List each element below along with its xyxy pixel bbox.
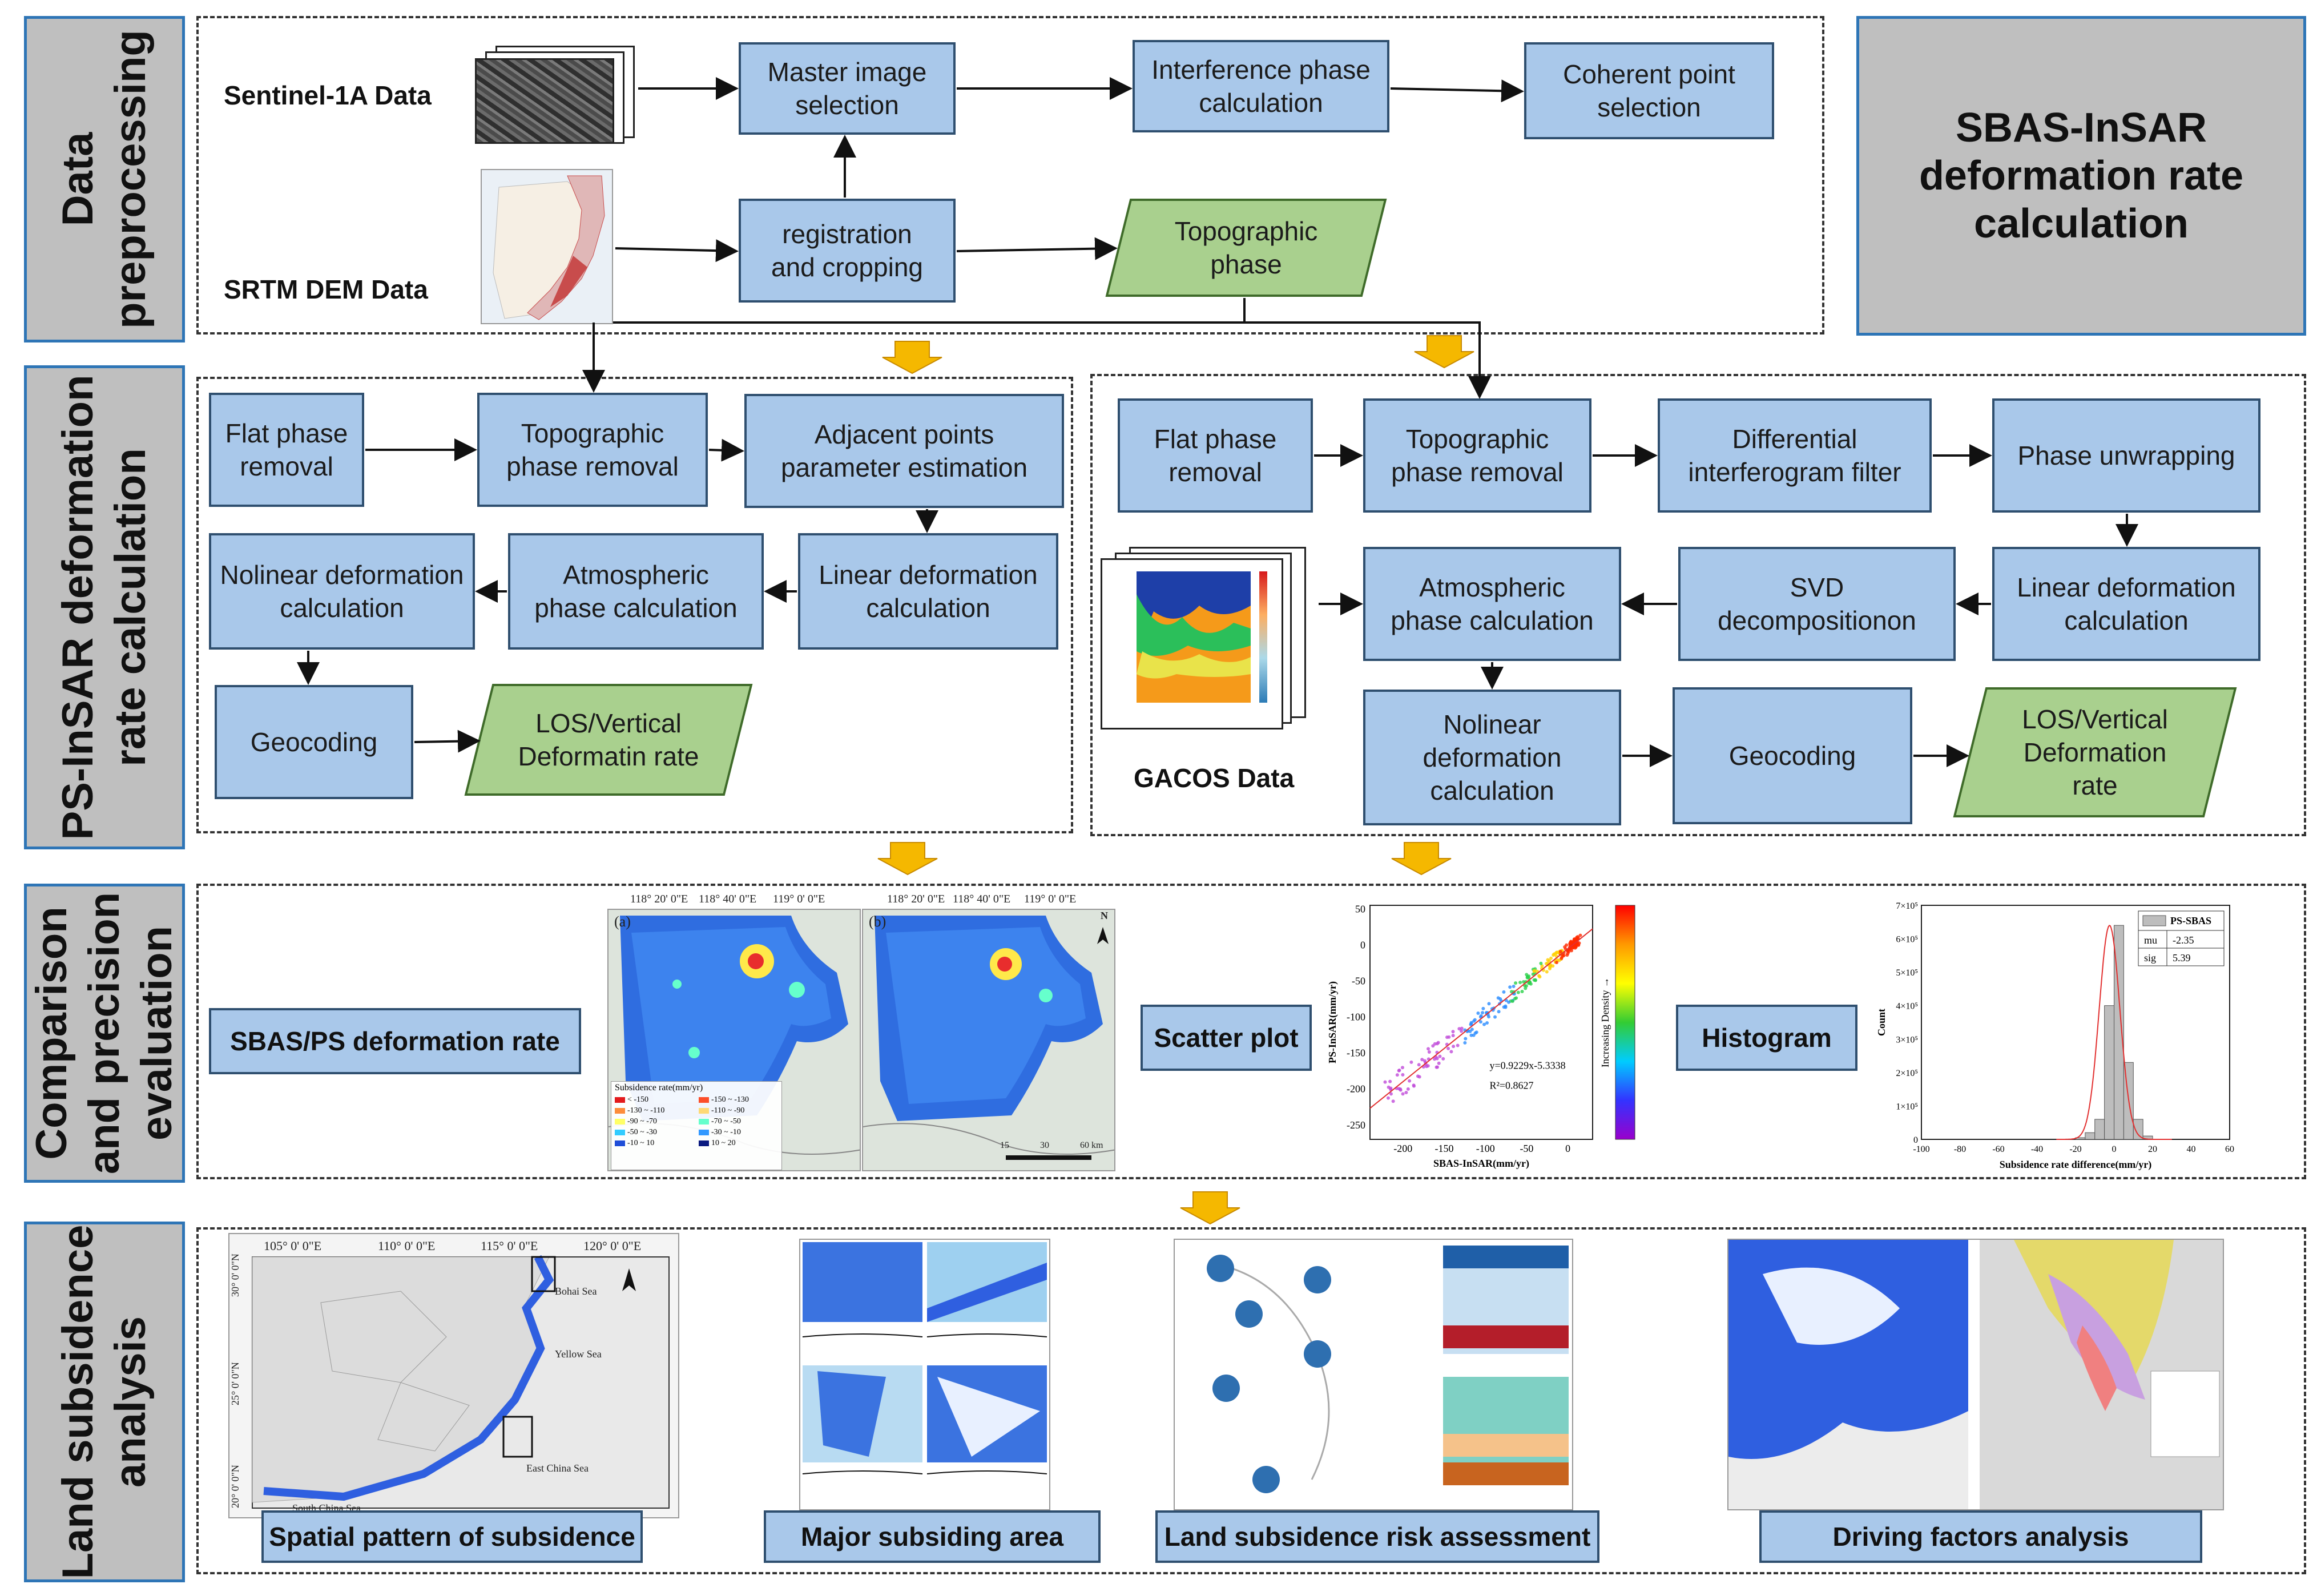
- connector-arrows: [0, 0, 2321, 1596]
